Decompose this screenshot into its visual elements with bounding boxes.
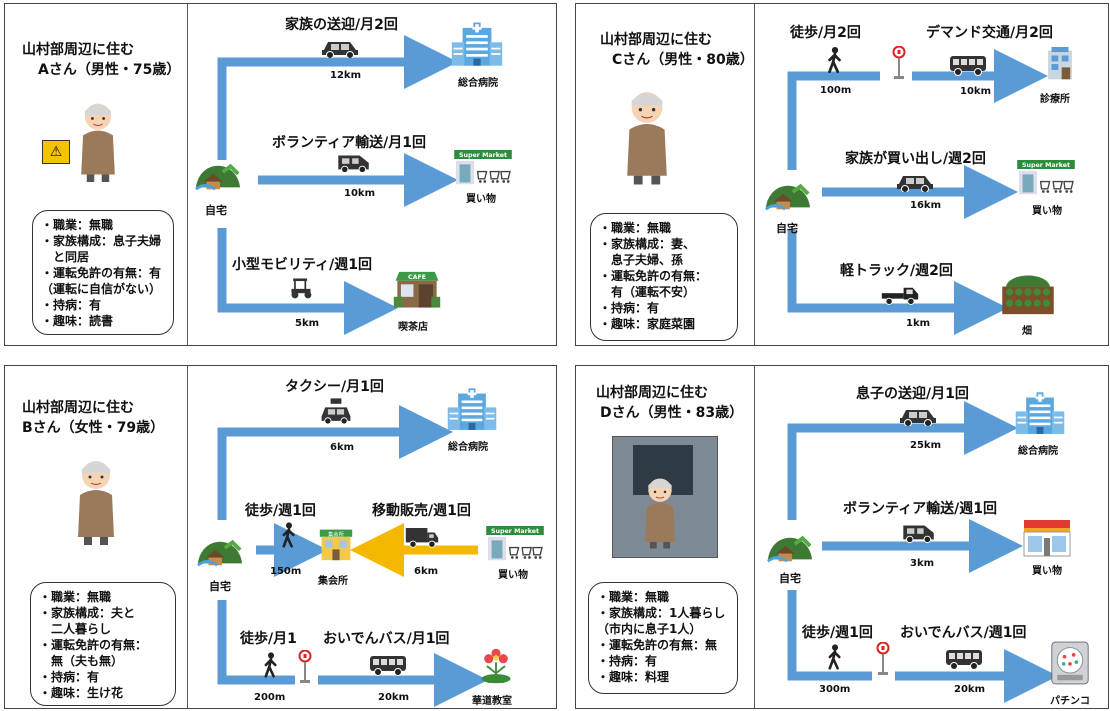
panel-d-route-1-label: 息子の送迎/月1回 [856,386,969,402]
panel-a-route-3-dest: 喫茶店 [398,322,428,333]
panel-b-route-2-distance: 150m [270,566,302,577]
panel-c-title: 山村部周辺に住む Cさん（男性・80歳） [600,32,754,68]
panel-b-route-2-label-2: 移動販売/週1回 [372,503,471,519]
panel-a-route-1-label: 家族の送迎/月2回 [285,17,398,33]
panel-c-profile-bubble: ・職業：無職・家族構成：妻、 息子夫婦、孫・運転免許の有無： 有（運転不安）・持… [590,213,738,341]
panel-a-route-2-label: ボランティア輸送/月1回 [272,135,427,151]
panel-d-route-1-distance: 25km [910,440,941,451]
panel-a-route-2-distance: 10km [344,188,375,199]
panel-b-route-3-distance: 200m [254,692,286,703]
home-icon [766,524,814,564]
convenience-store-icon [1022,518,1072,558]
panel-c-divider [754,3,755,346]
panel-d-route-3-label: 徒歩/週1回 [802,625,873,641]
warning-flag-icon: ⚠ [42,140,70,164]
panel-b-route-2-dest: 集会所 [318,576,348,587]
panel-b-route-3-dest: 華道教室 [472,696,512,707]
panel-d-home-label: 自宅 [779,572,801,585]
panel-a-route-3-label: 小型モビリティ/週1回 [232,257,373,273]
walker-icon [826,644,844,670]
panel-d-route-2-label: ボランティア輸送/週1回 [843,501,998,517]
panel-c-route-1-label: 徒歩/月2回 [790,25,861,41]
panel-b-route-2-label: 徒歩/週1回 [245,503,316,519]
panel-a-route-1-dest: 総合病院 [458,78,498,89]
panel-b-route-2-dest-2: 買い物 [498,570,528,581]
panel-a-divider [187,3,188,346]
panel-d-divider [754,365,755,709]
panel-c-route-1-dest: 診療所 [1040,94,1070,105]
panel-a-home-label: 自宅 [205,204,227,217]
panel-b-route-1-dest: 総合病院 [448,442,488,453]
panel-a-route-3-distance: 5km [295,318,320,329]
panel-c-route-2-distance: 16km [910,200,941,211]
panel-d-profile-bubble: ・職業：無職・家族構成：1人暮らし（市内に息子1人）・運転免許の有無：無・持病：… [588,582,738,694]
panel-b-route-3-distance-2: 20km [378,692,409,703]
panel-d-route-3-dest: パチンコ [1050,696,1090,707]
panel-d-route-1-dest: 総合病院 [1018,446,1058,457]
panel-c-route-3-label: 軽トラック/週2回 [840,263,953,279]
van-icon [900,520,938,544]
panel-d-route-2-dest: 買い物 [1032,566,1062,577]
panel-b-divider [187,365,188,709]
panel-c-route-2-dest: 買い物 [1032,206,1062,217]
panel-b-route-3-label-2: おいでんバス/月1回 [323,631,450,647]
panel-b-route-2-distance-2: 6km [414,566,439,577]
panel-d-route-2-distance: 3km [910,558,935,569]
panel-c-route-2-label: 家族が買い出し/週2回 [845,151,986,167]
hospital-icon [1014,392,1066,436]
car-icon [898,404,938,426]
panel-d-route-3-distance: 300m [819,684,851,695]
panel-c-route-1-label-2: デマンド交通/月2回 [926,25,1053,41]
panel-a-route-1-distance: 12km [330,70,361,81]
panel-c-route-3-distance: 1km [906,318,931,329]
panel-b-route-3-label: 徒歩/月1 [240,631,297,647]
panel-b-title: 山村部周辺に住む Bさん（女性・79歳） [22,400,165,436]
bus-icon [944,648,984,670]
panel-a-title: 山村部周辺に住む Aさん（男性・75歳） [22,42,181,78]
panel-a-route-2-dest: 買い物 [466,194,496,205]
panel-a-profile-bubble: ・職業：無職・家族構成：息子夫婦 と同居・運転免許の有無：有（運転に自信がない）… [32,210,174,335]
pachinko-icon [1050,640,1090,686]
panel-c-route-3-dest: 畑 [1022,326,1032,337]
panel-b-home-label: 自宅 [209,580,231,593]
panel-b-route-1-distance: 6km [330,442,355,453]
panel-c-route-1-distance: 100m [820,85,852,96]
panel-d-route-3-distance-2: 20km [954,684,985,695]
person-at-home-icon [612,436,718,558]
bus-stop-icon [876,642,890,676]
panel-b-route-1-label: タクシー/月1回 [285,379,384,395]
panel-d-route-3-label-2: おいでんバス/週1回 [900,625,1027,641]
panel-c-route-1-distance-2: 10km [960,86,991,97]
panel-c-home-label: 自宅 [776,222,798,235]
panel-d-title: 山村部周辺に住む Dさん（男性・83歳） [596,385,744,421]
panel-b-profile-bubble: ・職業：無職・家族構成：夫と 二人暮らし・運転免許の有無： 無（夫も無）・持病：… [30,582,176,706]
